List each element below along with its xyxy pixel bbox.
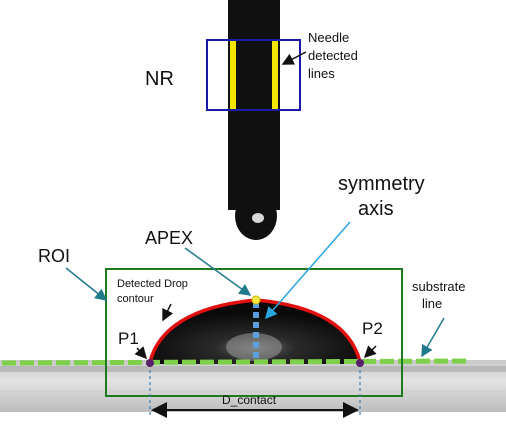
- substrate-shadow: [0, 366, 506, 372]
- needle-lines-label-3: lines: [308, 66, 335, 81]
- substrate-detected-line: [1, 358, 471, 366]
- symmetry-label-2: axis: [358, 198, 394, 220]
- symmetry-axis-arrow: [265, 221, 351, 320]
- needle-detected-line-left: [230, 40, 236, 110]
- apex-point: [251, 295, 261, 305]
- apex-label: APEX: [145, 228, 193, 248]
- p1-arrow: [134, 346, 148, 360]
- p1-label: P1: [118, 329, 139, 348]
- substrate-line-arrow: [421, 317, 445, 358]
- apex-arrow: [184, 247, 252, 296]
- needle-region-box: [206, 39, 301, 111]
- needle-lines-label-1: Needle: [308, 30, 349, 45]
- contact-point-p2: [356, 359, 364, 367]
- drop-contour-label-1: Detected Drop: [117, 278, 188, 290]
- p2-arrow: [363, 345, 377, 359]
- d-contact-label: D_contact: [222, 393, 277, 407]
- p2-label: P2: [362, 319, 383, 338]
- roi-arrow: [65, 267, 108, 301]
- substrate-label-2: line: [422, 296, 442, 311]
- needle-lines-label-2: detected: [308, 48, 358, 63]
- substrate-texture: [0, 390, 506, 394]
- pendant-drop-highlight: [252, 213, 264, 223]
- symmetry-label-1: symmetry: [338, 173, 425, 195]
- contact-point-p1: [146, 359, 154, 367]
- needle-detected-line-right: [272, 40, 278, 110]
- needle-region-label: NR: [145, 68, 174, 90]
- substrate-label-1: substrate: [412, 279, 465, 294]
- needle-shaft: [228, 0, 280, 210]
- drop-contour-label-2: contour: [117, 293, 154, 305]
- roi-label: ROI: [38, 246, 70, 266]
- roi-box: [105, 268, 403, 397]
- needle-lines-arrow: [281, 51, 307, 65]
- drop-contour-arrow: [162, 303, 174, 322]
